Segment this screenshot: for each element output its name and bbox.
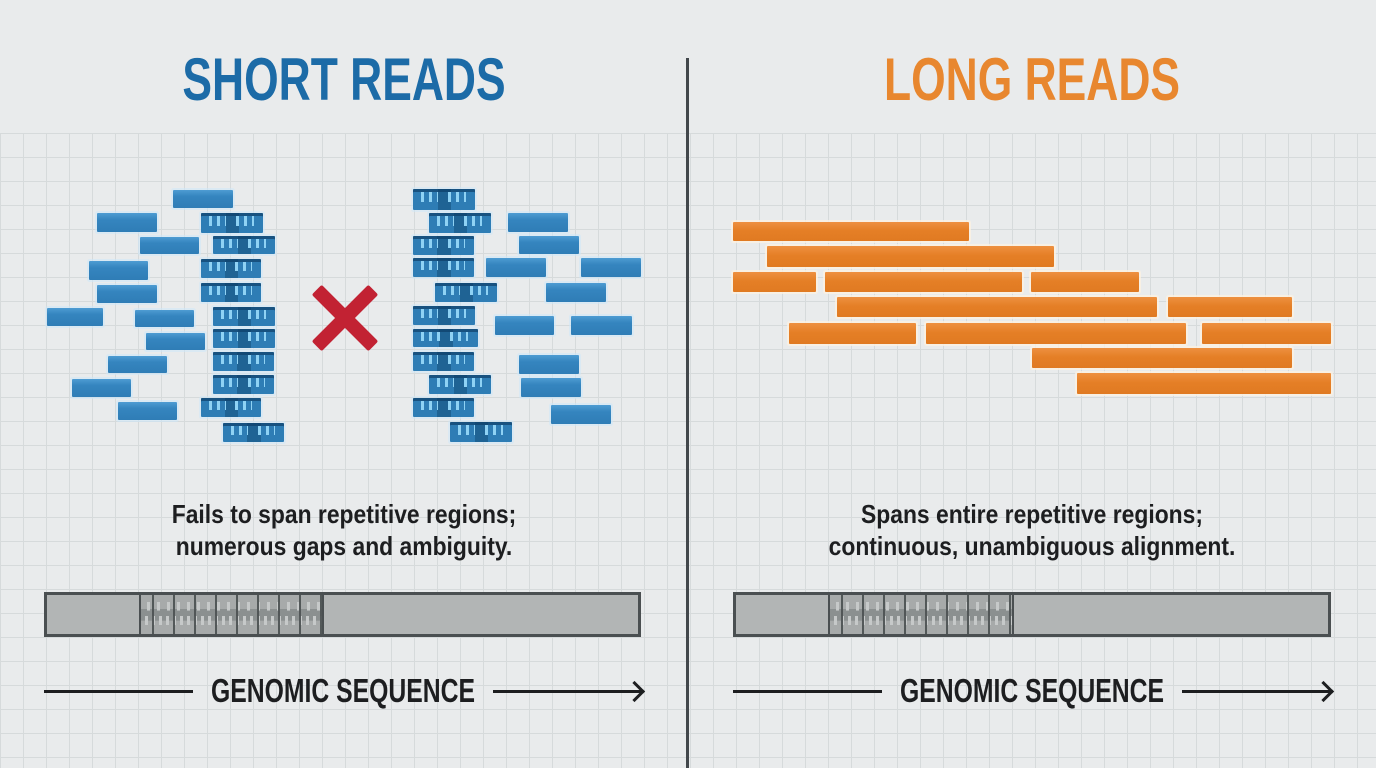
long-read-segment bbox=[825, 272, 1022, 292]
axis-line bbox=[44, 689, 193, 693]
short-read-repetitive bbox=[413, 258, 474, 277]
caption-line: continuous, unambiguous alignment. bbox=[828, 531, 1236, 562]
short-read-repetitive bbox=[450, 422, 512, 442]
short-read bbox=[108, 356, 167, 373]
short-read-repetitive bbox=[213, 307, 275, 326]
axis-arrow-icon bbox=[493, 689, 643, 693]
long-read-segment bbox=[733, 272, 816, 292]
short-read bbox=[72, 379, 131, 397]
short-read-repetitive bbox=[223, 423, 284, 442]
short-read-repetitive bbox=[429, 375, 491, 394]
genomic-axis-right: GENOMIC SEQUENCE bbox=[733, 670, 1332, 712]
long-read-segment bbox=[1032, 348, 1292, 368]
short-read bbox=[519, 355, 579, 374]
long-read-segment bbox=[733, 222, 969, 241]
short-read bbox=[581, 258, 641, 277]
short-read-repetitive bbox=[201, 259, 261, 278]
short-read-repetitive bbox=[213, 375, 274, 394]
short-read bbox=[546, 283, 606, 302]
short-reads-title: SHORT READS bbox=[182, 46, 506, 113]
axis-line bbox=[733, 689, 882, 693]
short-read-repetitive bbox=[413, 398, 474, 417]
short-read-repetitive bbox=[413, 329, 478, 347]
genome-segment bbox=[47, 595, 112, 634]
genome-segment bbox=[736, 595, 801, 634]
short-read-repetitive bbox=[213, 352, 274, 371]
short-read bbox=[521, 378, 581, 397]
long-read-segment bbox=[789, 323, 916, 344]
short-read-repetitive bbox=[429, 213, 491, 233]
short-read-repetitive bbox=[201, 213, 263, 233]
short-read-repetitive bbox=[413, 306, 475, 325]
short-read-repetitive bbox=[435, 283, 497, 302]
caption-line: Spans entire repetitive regions; bbox=[860, 499, 1204, 529]
short-read-repetitive bbox=[201, 398, 261, 417]
long-read-segment bbox=[1077, 373, 1331, 394]
panel-divider bbox=[686, 58, 689, 768]
short-read bbox=[135, 310, 194, 327]
short-read bbox=[508, 213, 568, 232]
short-read bbox=[97, 213, 157, 232]
short-read bbox=[571, 316, 632, 335]
short-read-repetitive bbox=[213, 329, 275, 348]
axis-arrow-icon bbox=[1182, 689, 1332, 693]
short-read-repetitive bbox=[413, 236, 474, 255]
genome-sequence-bar bbox=[733, 592, 1331, 637]
short-read bbox=[495, 316, 554, 335]
long-read-segment bbox=[1168, 297, 1292, 317]
short-read bbox=[89, 261, 148, 280]
short-read bbox=[486, 258, 546, 277]
short-read bbox=[519, 236, 579, 254]
short-read bbox=[146, 333, 205, 350]
long-read-segment bbox=[837, 297, 1157, 317]
short-read bbox=[47, 308, 103, 326]
short-read-repetitive bbox=[413, 352, 474, 371]
caption-line: numerous gaps and ambiguity. bbox=[175, 531, 513, 562]
short-read bbox=[140, 237, 199, 254]
genomic-sequence-label: GENOMIC SEQUENCE bbox=[899, 672, 1165, 709]
short-read-repetitive bbox=[201, 283, 261, 302]
mismatch-cross-icon bbox=[313, 286, 377, 350]
short-read bbox=[173, 190, 233, 208]
long-reads-title: LONG READS bbox=[883, 46, 1181, 113]
short-read-repetitive bbox=[213, 236, 275, 254]
short-reads-caption: Fails to span repetitive regions; numero… bbox=[41, 498, 646, 562]
genome-sequence-bar bbox=[44, 592, 641, 637]
genomic-axis-left: GENOMIC SEQUENCE bbox=[44, 670, 643, 712]
long-read-segment bbox=[767, 246, 1054, 267]
short-read bbox=[118, 402, 177, 420]
genomic-sequence-label: GENOMIC SEQUENCE bbox=[210, 672, 476, 709]
long-reads-caption: Spans entire repetitive regions; continu… bbox=[729, 498, 1334, 562]
short-read bbox=[97, 285, 157, 303]
long-read-segment bbox=[1202, 323, 1331, 344]
caption-line: Fails to span repetitive regions; bbox=[171, 499, 517, 529]
long-read-segment bbox=[926, 323, 1186, 344]
long-read-segment bbox=[1031, 272, 1139, 292]
short-read-repetitive bbox=[413, 189, 475, 210]
short-read bbox=[551, 405, 611, 424]
